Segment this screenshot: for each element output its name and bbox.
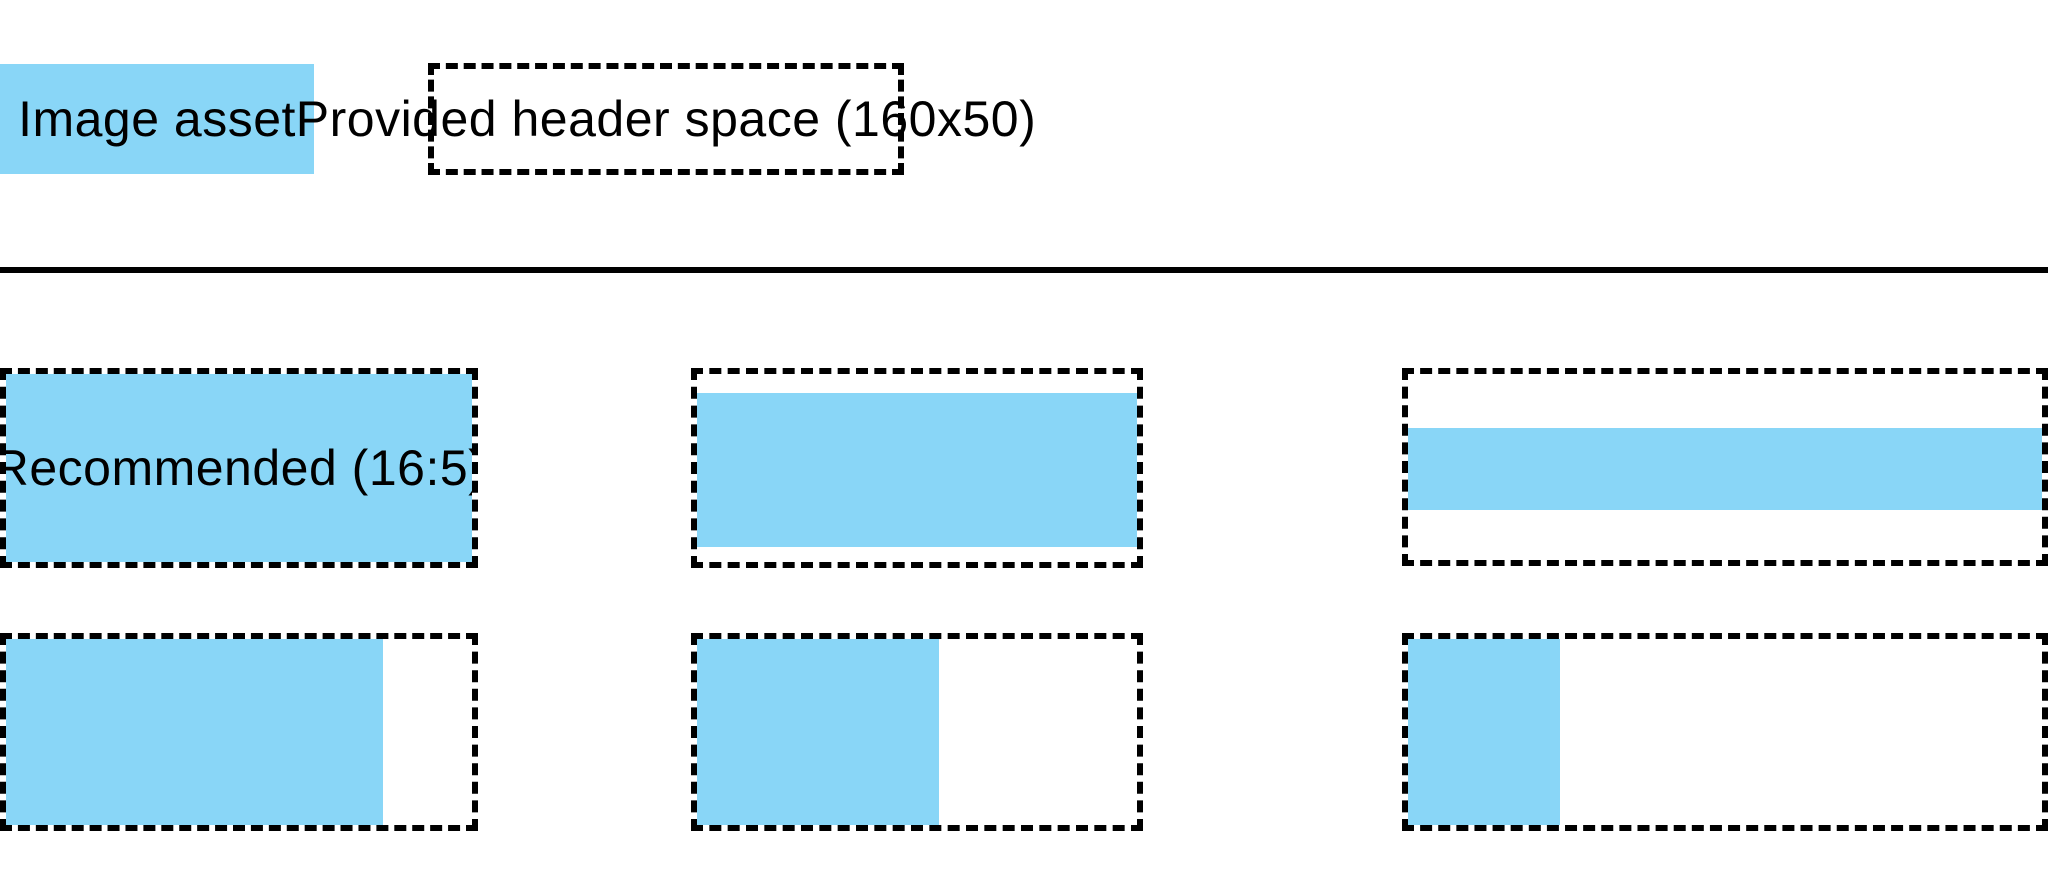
recommended-label: Recommended (16:5) xyxy=(6,440,472,496)
example-full-width-letterboxed xyxy=(691,368,1143,568)
header-space-area: Recommended (16:5) xyxy=(6,374,472,562)
example-full-width-thin-strip xyxy=(1402,368,2048,566)
divider xyxy=(0,267,2048,273)
example-full-height-medium xyxy=(691,633,1143,831)
example-full-height-wide xyxy=(0,633,478,831)
header-space-area xyxy=(697,374,1137,562)
provided-header-space-box: Provided header space (160x50) xyxy=(296,63,1036,175)
image-asset-label: Image asset xyxy=(18,91,296,147)
image-asset-swatch: Image asset xyxy=(0,64,314,174)
example-full-height-narrow xyxy=(1402,633,2048,831)
image-asset-fill xyxy=(6,374,472,562)
header-space-area xyxy=(1408,374,2042,560)
image-asset-fill xyxy=(697,392,1137,547)
example-recommended-16-5: Recommended (16:5) xyxy=(0,368,478,568)
provided-header-space-label: Provided header space (160x50) xyxy=(295,91,1037,147)
header-space-area xyxy=(1408,639,2042,825)
image-asset-fill xyxy=(1408,639,1561,825)
header-space-area xyxy=(697,639,1137,825)
header-space-area xyxy=(6,639,472,825)
image-asset-fill xyxy=(1408,427,2042,510)
image-asset-fill xyxy=(6,639,384,825)
image-asset-fill xyxy=(697,639,939,825)
